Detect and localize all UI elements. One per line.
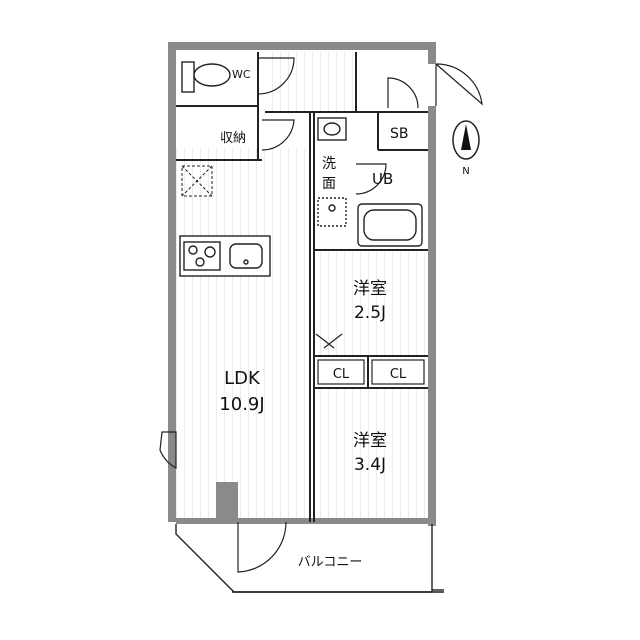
outer-walls xyxy=(168,42,436,526)
compass-label: N xyxy=(462,166,469,177)
ldk-size: 10.9J xyxy=(219,394,264,415)
ub-label: UB xyxy=(372,170,393,188)
hall-floor xyxy=(265,52,357,112)
closet-label-1: CL xyxy=(333,367,350,382)
room1-name: 洋室 xyxy=(353,279,387,299)
wc-label: WC xyxy=(232,68,251,81)
interior-walls xyxy=(176,52,428,522)
storage-label: 収納 xyxy=(220,131,246,146)
room2-size: 3.4J xyxy=(354,455,386,475)
washroom-label-2: 面 xyxy=(322,176,336,192)
doors xyxy=(159,57,483,573)
bathtub xyxy=(357,203,423,247)
room1-size: 2.5J xyxy=(354,303,386,323)
closets xyxy=(317,359,425,385)
balcony-outline xyxy=(175,524,444,593)
ldk-name: LDK xyxy=(224,368,261,389)
ldk-floor xyxy=(176,148,310,522)
washroom-label-1: 洗 xyxy=(322,156,336,172)
wash-basin xyxy=(317,117,347,227)
closet-label-2: CL xyxy=(390,367,407,382)
balcony-label: バルコニー xyxy=(298,555,363,570)
compass-icon: N xyxy=(452,120,480,177)
kitchen-counter xyxy=(179,235,271,277)
room2-floor xyxy=(316,388,428,520)
sb-label: SB xyxy=(390,126,409,142)
toilet-fixture xyxy=(181,61,231,93)
fridge-space xyxy=(181,165,213,197)
room2-name: 洋室 xyxy=(353,431,387,451)
